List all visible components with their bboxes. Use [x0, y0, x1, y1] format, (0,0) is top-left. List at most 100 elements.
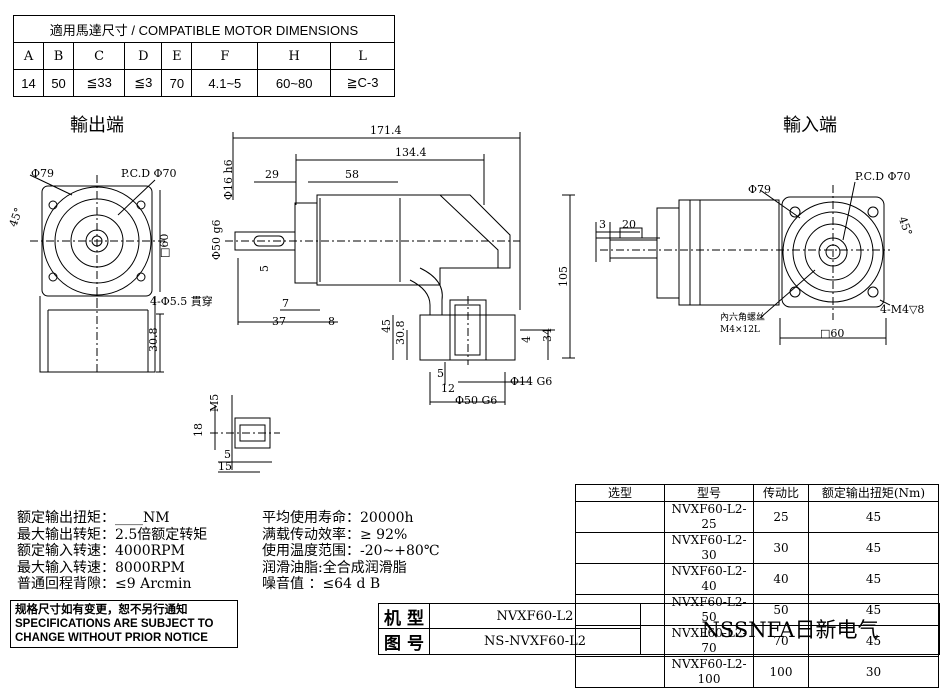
output-end-view — [29, 174, 165, 375]
dim-105: 105 — [557, 266, 570, 287]
model-cell: NVXF60-L2-30 — [664, 532, 754, 564]
notice-line-cn: 规格尺寸如有变更，恕不另行通知 — [15, 604, 188, 616]
spec-value: 2.5倍额定转矩 — [115, 526, 208, 543]
spec-label: 额定输入转速： — [17, 543, 115, 559]
hex-screw-size: M4×12L — [720, 325, 760, 335]
spec-value: ≤9 Arcmin — [115, 576, 192, 592]
spec-value: 8000RPM — [115, 559, 185, 576]
dim-30-8-left: 30.8 — [147, 328, 160, 353]
dim-phi14: Φ14 G6 — [510, 375, 552, 388]
spec-label: 普通回程背隙： — [17, 576, 115, 592]
spec-label: 噪音值 ： — [262, 576, 323, 592]
model-cell: 45 — [808, 594, 939, 626]
spec-row: 额定输入转速：4000RPM — [17, 543, 207, 560]
spec-row: 平均使用寿命：20000h — [262, 510, 439, 527]
model-table-header: 传动比 — [753, 484, 809, 502]
dim-4: 4 — [520, 336, 533, 343]
drawing-number-label: 图 号 — [378, 628, 430, 655]
dim-phi79-left: Φ79 — [31, 167, 54, 180]
dim-sq60-right: □60 — [820, 327, 844, 340]
dim-w12: 12 — [441, 382, 455, 395]
model-cell — [575, 501, 665, 533]
model-cell: 25 — [753, 501, 809, 533]
spec-row: 使用温度范围：-20~+80℃ — [262, 543, 439, 560]
notice-line-en-2: CHANGE WITHOUT PRIOR NOTICE — [15, 632, 208, 644]
model-cell: 45 — [808, 625, 939, 657]
spec-row: 额定输出扭矩：____NM — [17, 510, 207, 527]
input-end-view — [595, 181, 891, 345]
motor-table-cell: 4.1~5 — [191, 69, 259, 97]
dim-holes-left: 4-Φ5.5 貫穿 — [150, 294, 213, 308]
model-cell: 100 — [753, 656, 809, 688]
model-cell: 30 — [753, 532, 809, 564]
motor-table-header: A — [12, 42, 45, 70]
technical-drawing: Φ79 P.C.D Φ70 45° □60 4-Φ5.5 貫穿 30.8 171… — [7, 124, 925, 473]
motor-table-cell: ≧C-3 — [330, 69, 395, 97]
model-cell: NVXF60-L2-40 — [664, 563, 754, 595]
spec-label: 最大输入转速： — [17, 559, 115, 576]
spec-value: ____NM — [115, 510, 170, 526]
dim-5: 5 — [258, 265, 271, 272]
model-cell — [575, 594, 665, 626]
motor-table-header: E — [161, 42, 193, 70]
dim-pcd-right: P.C.D Φ70 — [855, 170, 911, 183]
model-cell: 45 — [808, 563, 939, 595]
model-table-header: 选型 — [575, 484, 665, 502]
spec-change-notice: 规格尺寸如有变更，恕不另行通知 SPECIFICATIONS ARE SUBJE… — [10, 600, 238, 648]
dim-key-18: 18 — [192, 423, 205, 437]
model-cell: 50 — [753, 594, 809, 626]
spec-row: 普通回程背隙：≤9 Arcmin — [17, 576, 207, 593]
dim-sq60-left: □60 — [158, 234, 171, 258]
dim-in-3: 3 — [599, 218, 606, 231]
spec-value: ≥ 92% — [360, 526, 408, 543]
title-block: 机 型 NVXF60-L2 图 号 NS-NVXF60-L2 NSSNFA日新电… — [378, 603, 940, 655]
motor-table-cell: 50 — [43, 69, 75, 97]
spec-row: 噪音值 ：≤64 d B — [262, 576, 439, 593]
model-cell: NVXF60-L2-100 — [664, 656, 754, 688]
model-cell — [575, 656, 665, 688]
dim-45: 45 — [380, 319, 393, 333]
dim-134-4: 134.4 — [395, 146, 427, 159]
model-cell: NVXF60-L2-70 — [664, 625, 754, 657]
drawing-number-value: NS-NVXF60-L2 — [429, 628, 641, 655]
motor-table-title: 適用馬達尺寸 / COMPATIBLE MOTOR DIMENSIONS — [13, 15, 395, 43]
output-end-title: 輸出端 — [70, 115, 124, 136]
model-cell: 30 — [808, 656, 939, 688]
spec-value: 4000RPM — [115, 543, 185, 559]
machine-type-label: 机 型 — [378, 603, 430, 629]
spec-row: 满载传动效率：≥ 92% — [262, 527, 439, 544]
input-end-title: 輸入端 — [783, 115, 837, 136]
model-table-header: 额定输出扭矩(Nm) — [808, 484, 939, 502]
dim-angle-left: 45° — [7, 206, 26, 229]
spec-value: -20~+80℃ — [360, 543, 440, 559]
spec-label: 使用温度范围： — [262, 543, 360, 559]
dim-171-4: 171.4 — [370, 124, 402, 137]
spec-row: 最大输出转矩：2.5倍额定转矩 — [17, 527, 207, 544]
motor-table-header: D — [124, 42, 163, 70]
spec-label: 满载传动效率： — [262, 526, 360, 543]
motor-dimension-table: 適用馬達尺寸 / COMPATIBLE MOTOR DIMENSIONS A B… — [12, 15, 395, 97]
company-name: NSSNFA日新电气 — [640, 603, 940, 655]
dim-34: 34 — [541, 328, 554, 342]
dim-37: 37 — [272, 315, 286, 328]
dim-holes-right: 4-M4▽8 — [880, 303, 924, 316]
motor-table-cell: ≦33 — [73, 69, 126, 97]
motor-table-cell: 70 — [161, 69, 193, 97]
dim-key-5: 5 — [224, 448, 231, 461]
dim-phi79-right: Φ79 — [748, 183, 771, 196]
dim-7: 7 — [282, 297, 289, 310]
notice-line-en-1: SPECIFICATIONS ARE SUBJECT TO — [15, 618, 214, 630]
dim-8: 8 — [328, 315, 335, 328]
spec-label: 平均使用寿命： — [262, 510, 360, 526]
dim-phi16: Φ16 h6 — [222, 159, 235, 200]
machine-type-value: NVXF60-L2 — [429, 603, 641, 629]
spec-label: 润滑油脂: — [262, 559, 323, 576]
dim-29: 29 — [265, 168, 279, 181]
keyway-detail — [210, 395, 280, 473]
motor-table-cell: 60~80 — [257, 69, 332, 97]
